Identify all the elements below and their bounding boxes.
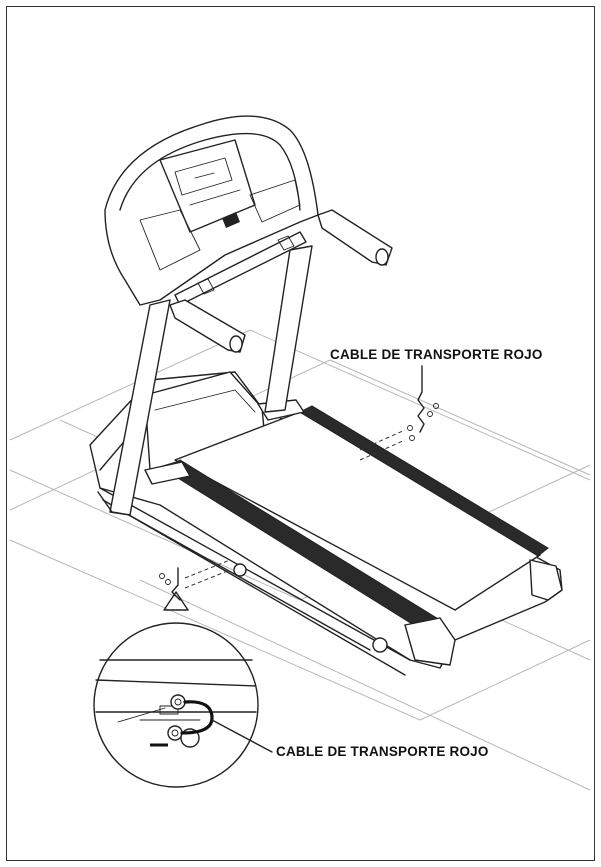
top-cable-label: CABLE DE TRANSPORTE ROJO: [330, 347, 543, 362]
bottom-cable-label: CABLE DE TRANSPORTE ROJO: [276, 744, 489, 759]
uprights: [97, 245, 313, 516]
detail-magnifier: [93, 622, 273, 788]
console: [104, 115, 393, 353]
page-border: [6, 6, 595, 861]
treadmill-deck: [89, 371, 563, 676]
bottom-transport-bracket: [159, 559, 231, 611]
top-transport-bracket: [359, 365, 439, 461]
warning-triangle-icon: [163, 591, 189, 611]
